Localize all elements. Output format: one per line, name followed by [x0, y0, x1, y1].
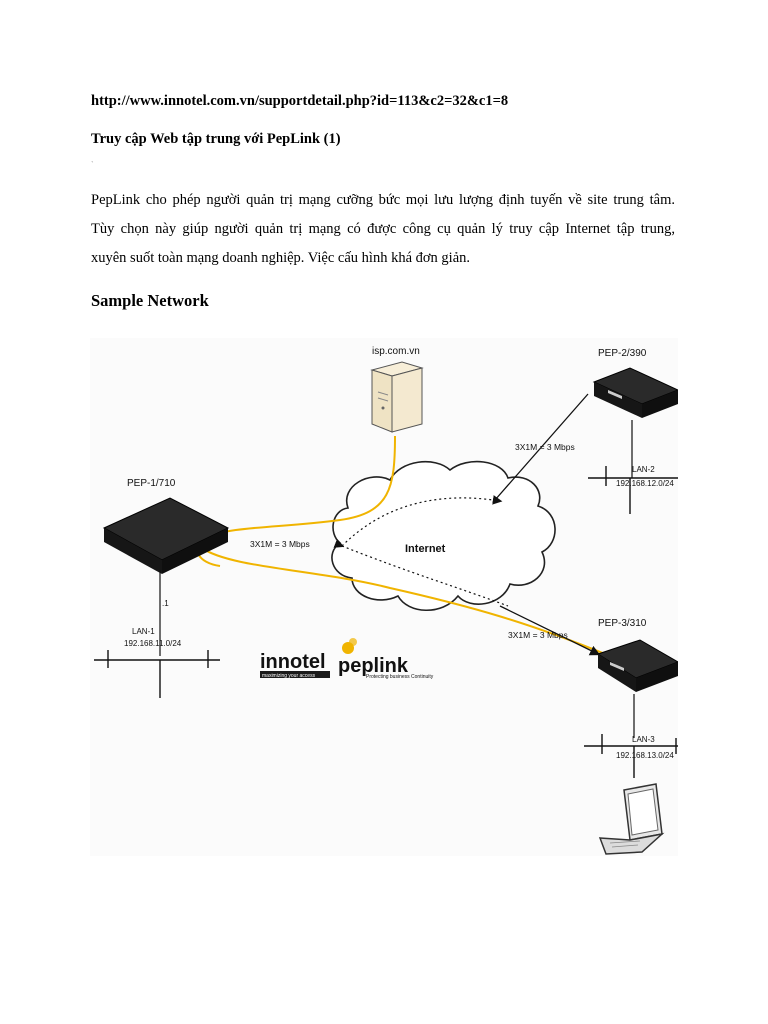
section-heading: Sample Network [91, 291, 209, 311]
pep2-name: PEP-2/390 [598, 348, 647, 359]
lan1-subnet: 192.168.11.0/24 [124, 639, 182, 648]
source-url[interactable]: http://www.innotel.com.vn/supportdetail.… [91, 93, 508, 110]
innotel-logo: innotel maximizing your access [260, 651, 330, 679]
lan2-label: LAN-2 [632, 465, 655, 474]
pep3-name: PEP-3/310 [598, 618, 647, 629]
innotel-logo-text: innotel [260, 651, 326, 673]
lan3-subnet: 192.168.13.0/24 [616, 751, 674, 760]
intro-paragraph: PepLink cho phép người quản trị mạng cưỡ… [91, 186, 675, 273]
pep3-link-label: 3X1M = 3 Mbps [508, 630, 568, 640]
pep1-link-label: 3X1M = 3 Mbps [250, 539, 310, 549]
network-diagram-svg: Internet isp.com.vn PEP-1/710 3X1M = 3 M… [90, 338, 678, 856]
peplink-tagline: Protecting business Continuity [366, 674, 434, 680]
pep1-name: PEP-1/710 [127, 478, 176, 489]
innotel-tagline: maximizing your access [262, 673, 316, 679]
server-label: isp.com.vn [372, 346, 420, 357]
lan3-label: LAN-3 [632, 735, 655, 744]
article-title: Truy cập Web tập trung với PepLink (1) [91, 131, 341, 148]
stray-marker: ` [91, 160, 94, 169]
lan2-subnet: 192.168.12.0/24 [616, 479, 674, 488]
paragraph-line-1: PepLink cho phép người quản trị mạng cưỡ… [91, 186, 675, 215]
network-diagram: Internet isp.com.vn PEP-1/710 3X1M = 3 M… [90, 338, 678, 856]
pep1-ip: .1 [162, 599, 169, 608]
internet-label: Internet [405, 543, 446, 555]
server-icon [372, 362, 422, 432]
lan1-label: LAN-1 [132, 627, 155, 636]
pep2-link-label: 3X1M = 3 Mbps [515, 442, 575, 452]
paragraph-line-3: xuyên suốt toàn mạng doanh nghiệp. Việc … [91, 244, 675, 273]
paragraph-line-2: Tùy chọn này giúp người quản trị mạng có… [91, 215, 675, 244]
